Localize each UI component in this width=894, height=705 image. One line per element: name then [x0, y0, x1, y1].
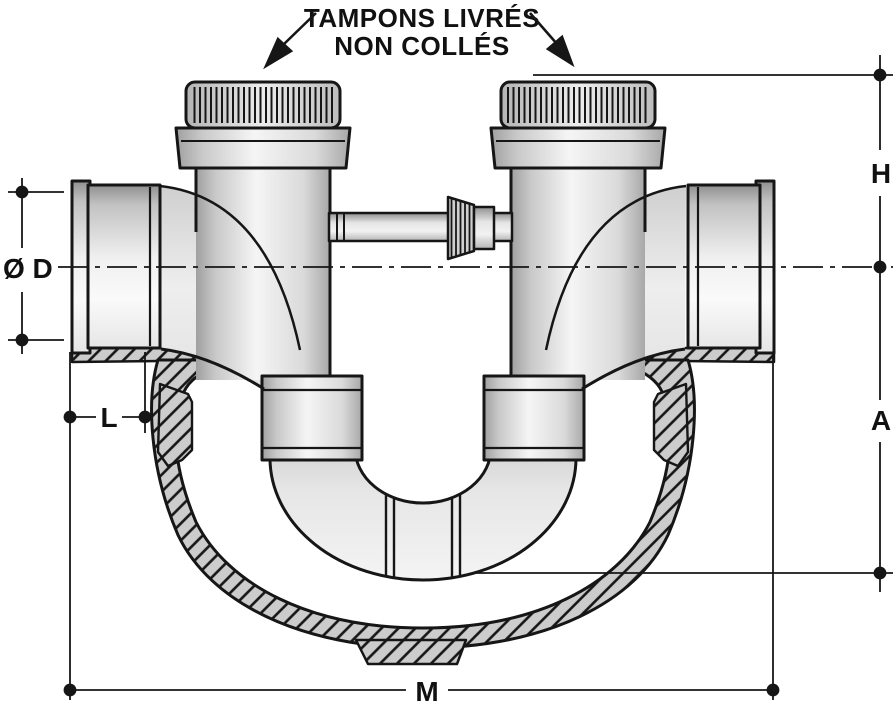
label-L: L	[100, 402, 117, 433]
siphon-illustration	[70, 80, 776, 666]
shell-right-step	[652, 382, 690, 468]
dimension-diameter	[8, 178, 64, 354]
right-leg-coupling	[482, 374, 586, 462]
outer-shell-bowl	[150, 358, 696, 666]
label-diameter: Ø D	[3, 253, 53, 284]
label-H: H	[871, 158, 891, 189]
left-access-pipe	[194, 168, 332, 380]
arrow-down-left-icon	[282, 12, 317, 46]
right-inspection-plug	[489, 80, 667, 170]
arrow-down-right-icon	[529, 12, 558, 45]
callout-line2: NON COLLÉS	[334, 31, 509, 61]
left-leg-coupling	[260, 374, 364, 462]
label-M: M	[415, 676, 438, 705]
dimension-H-A	[475, 55, 893, 592]
left-inspection-plug	[174, 80, 352, 170]
elbow-seams	[159, 184, 687, 391]
label-A: A	[871, 405, 891, 436]
left-plug-collar	[174, 126, 352, 170]
shell-crescent	[150, 358, 696, 650]
u-tube-bottom-coupling	[384, 494, 462, 578]
right-access-pipe	[509, 168, 647, 380]
shell-left-step	[156, 382, 194, 468]
right-plug-collar	[489, 126, 667, 170]
callout-line1: TAMPONS LIVRÉS	[304, 3, 540, 33]
callout: TAMPONS LIVRÉS NON COLLÉS	[263, 3, 575, 70]
dimension-annotations: H A Ø D L M	[3, 55, 893, 705]
dimension-M	[63, 352, 780, 700]
nut-collar	[472, 205, 496, 251]
shell-foot	[354, 638, 468, 666]
dimension-L	[63, 352, 152, 700]
bridge-tube	[327, 195, 514, 261]
